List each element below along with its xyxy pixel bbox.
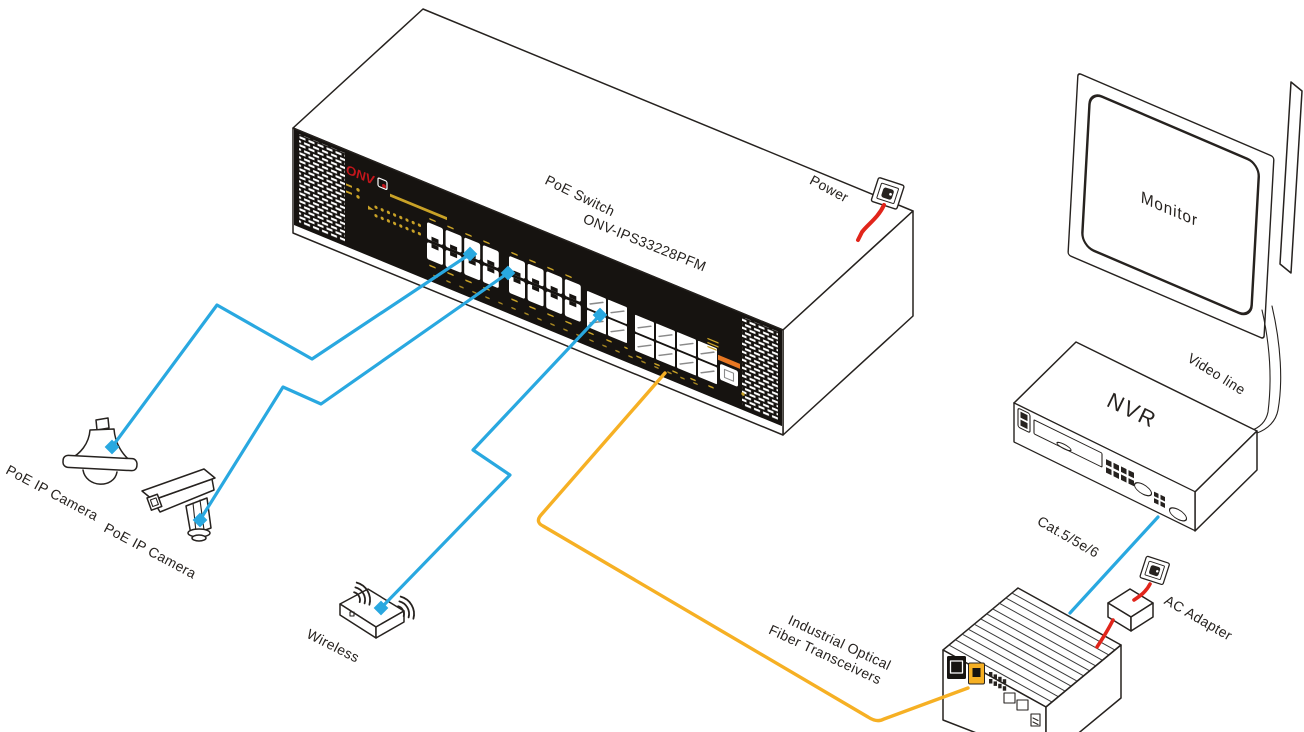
panel-icon [377,177,388,190]
cable-bullet-camera [198,271,510,522]
bullet-camera-lens [146,493,163,511]
dome-camera-device [62,417,138,485]
monitor-side-depth [1279,81,1303,274]
cat5-cable-label: Cat.5/5e/6 [1035,513,1102,561]
cable-wireless [379,313,602,610]
panel-model-strip [390,193,447,221]
cables [110,203,1160,723]
switch-vent-grille-left [299,134,345,243]
switch-vent-grille-right [742,316,778,421]
monitor-stand-inner [1256,305,1282,434]
power-cable-adapter-in [1132,582,1152,602]
nvr-jog-dial-right [1168,507,1188,522]
monitor-screen [1081,94,1260,316]
poe-switch-device: ONV [292,8,914,436]
video-line-label: Video line [1185,350,1249,398]
ac-adapter-side [1130,602,1154,632]
transceiver-side-face [1045,644,1122,732]
dome-camera-knob [95,417,110,431]
monitor-stand-outer [1249,309,1271,432]
transceiver-label: Industrial Optical Fiber Transceivers [767,612,894,688]
wireless-ap-led [349,611,355,617]
ac-adapter-device [1107,588,1154,632]
power-outlet-right [1139,555,1171,586]
bullet-camera-device [141,468,216,542]
brand-registered-dot [382,183,386,189]
wireless-label: Wireless [304,626,362,666]
cable-nvr-cat5 [1068,515,1160,615]
wireless-ap-device [339,581,415,639]
switch-status-leds [346,183,360,199]
nvr-device: NVR [1013,341,1258,532]
power-cable-switch [856,203,886,242]
nvr-small-buttons [1154,491,1165,508]
transceiver-slot-2 [1016,699,1029,711]
transceiver-heatsink-ribs [948,592,1116,703]
transceiver-slot-1 [1003,692,1016,704]
nvr-usb-ports [1017,408,1031,433]
wireless-ap-side [375,610,405,639]
nvr-jog-dial-left [1133,482,1153,497]
cable-dome-camera [110,252,472,449]
transceiver-terminal [1030,713,1041,727]
transceiver-dip-switches [989,672,1007,691]
ac-adapter-label: AC Adapter [1162,592,1235,644]
monitor-device: Monitor [1067,73,1303,434]
dome-camera-glass [82,469,118,485]
transceiver-front-details [947,656,1041,727]
nvr-button-grid [1106,459,1134,487]
wifi-signal-arcs [353,581,415,620]
cable-fiber [536,371,970,723]
switch-front-panel: ONV [294,129,782,427]
bullet-camera-label: PoE IP Camera [101,520,199,582]
power-cable-adapter-out [1095,618,1115,649]
dome-camera-skirt [62,454,138,472]
console-port [707,337,745,396]
nvr-front-panel [1013,402,1196,532]
nvr-eject-button [1056,441,1072,452]
fiber-transceiver-device [942,587,1122,732]
